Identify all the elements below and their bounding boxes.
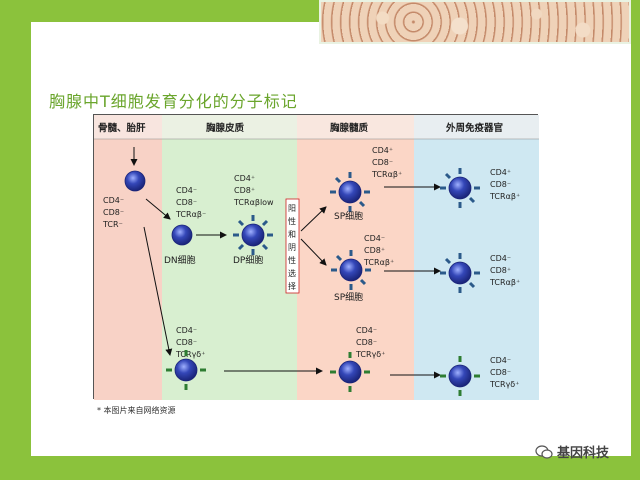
- dp-cell: [233, 215, 273, 255]
- section-label-periphery: 外周免疫器官: [445, 122, 503, 134]
- svg-text:阳: 阳: [288, 204, 296, 213]
- gd-early-marker-tcr: TCRγδ⁺: [175, 350, 205, 359]
- arrow-dp-to-sp-cd4: [300, 206, 327, 232]
- sp-cd4-cell: [330, 172, 370, 212]
- dn-cell: [171, 224, 193, 246]
- periph-cd8-cell: [440, 253, 480, 293]
- sp-cd4-cell-name: SP细胞: [334, 210, 363, 222]
- tissue-photo: [319, 0, 631, 44]
- dn-cell-name: DN细胞: [164, 254, 196, 266]
- gd-periph-marker-tcr: TCRγδ⁺: [489, 380, 519, 389]
- dn-marker-tcr: TCRαβ⁻: [175, 210, 206, 219]
- progenitor-marker-tcr: TCR⁻: [102, 220, 123, 229]
- selection-label: 阳 性 和 阴 性 选 择: [288, 204, 296, 291]
- sp-cd4-marker-tcr: TCRαβ⁺: [371, 170, 402, 179]
- dp-marker-tcr: TCRαβlow: [233, 198, 274, 207]
- periph-cd4-marker-cd8: CD8⁻: [490, 180, 511, 189]
- gd-medulla-cell: [330, 352, 370, 392]
- dp-marker-cd4: CD4⁺: [234, 174, 255, 183]
- dp-cell-name: DP细胞: [233, 254, 263, 266]
- gd-medulla-marker-tcr: TCRγδ⁺: [355, 350, 385, 359]
- arrow-progenitor-to-gd: [143, 226, 173, 356]
- svg-text:阴: 阴: [288, 243, 296, 252]
- gd-medulla-marker-cd4: CD4⁻: [356, 326, 377, 335]
- sp-cd4-marker-cd4: CD4⁺: [372, 146, 393, 155]
- progenitor-marker-cd4: CD4⁻: [103, 196, 124, 205]
- sp-cd4-marker-cd8: CD8⁻: [372, 158, 393, 167]
- section-bg-periphery: [414, 115, 539, 400]
- periph-cd8-marker-tcr: TCRαβ⁺: [489, 278, 520, 287]
- section-label-medulla: 胸腺髓质: [330, 122, 369, 134]
- periph-cd4-cell: [440, 168, 480, 208]
- arrow-progenitor-to-dn: [145, 198, 171, 220]
- gd-periph-cell: [440, 356, 480, 396]
- gd-medulla-marker-cd8: CD8⁻: [356, 338, 377, 347]
- watermark-text: 基因科技: [557, 446, 610, 461]
- wechat-icon: [535, 444, 553, 459]
- sp-cd8-marker-cd8: CD8⁺: [364, 246, 385, 255]
- gd-early-marker-cd4: CD4⁻: [176, 326, 197, 335]
- dn-marker-cd4: CD4⁻: [176, 186, 197, 195]
- dn-marker-cd8: CD8⁻: [176, 198, 197, 207]
- footnote: * 本图片来自网络资源: [97, 406, 176, 415]
- section-bg-bone-marrow: [94, 115, 162, 400]
- sp-cd8-marker-tcr: TCRαβ⁺: [363, 258, 394, 267]
- sp-cd8-marker-cd4: CD4⁻: [364, 234, 385, 243]
- periph-cd4-marker-tcr: TCRαβ⁺: [489, 192, 520, 201]
- gd-early-cell: [166, 350, 206, 390]
- gd-periph-marker-cd8: CD8⁻: [490, 368, 511, 377]
- section-header-band: [94, 115, 539, 139]
- section-label-bone-marrow: 骨髓、胎肝: [98, 122, 146, 134]
- gd-early-marker-cd8: CD8⁻: [176, 338, 197, 347]
- slide-title: 胸腺中T细胞发育分化的分子标记: [49, 92, 298, 111]
- svg-text:和: 和: [288, 230, 296, 239]
- t-cell-diagram: 骨髓、胎肝 胸腺皮质 胸腺髓质 外周免疫器官 CD4⁻ CD8⁻ TCR⁻ CD…: [93, 114, 539, 400]
- section-label-cortex: 胸腺皮质: [206, 122, 245, 134]
- progenitor-marker-cd8: CD8⁻: [103, 208, 124, 217]
- dp-marker-cd8: CD8⁺: [234, 186, 255, 195]
- sp-cd8-cell-name: SP细胞: [334, 291, 363, 303]
- svg-text:性: 性: [288, 216, 296, 226]
- periph-cd8-marker-cd4: CD4⁻: [490, 254, 511, 263]
- selection-box: [285, 198, 300, 294]
- arrow-dp-to-sp-cd8: [300, 238, 327, 266]
- svg-text:性: 性: [288, 255, 296, 265]
- section-bg-medulla: [297, 115, 414, 400]
- sp-cd8-cell: [331, 250, 371, 290]
- progenitor-cell: [124, 170, 146, 192]
- diagram-canvas: 骨髓、胎肝 胸腺皮质 胸腺髓质 外周免疫器官 CD4⁻ CD8⁻ TCR⁻ CD…: [94, 115, 539, 400]
- svg-text:选: 选: [288, 268, 296, 278]
- periph-cd4-marker-cd4: CD4⁺: [490, 168, 511, 177]
- svg-text:择: 择: [288, 281, 296, 291]
- periph-cd8-marker-cd8: CD8⁺: [490, 266, 511, 275]
- watermark: 基因科技: [535, 442, 609, 461]
- gd-periph-marker-cd4: CD4⁻: [490, 356, 511, 365]
